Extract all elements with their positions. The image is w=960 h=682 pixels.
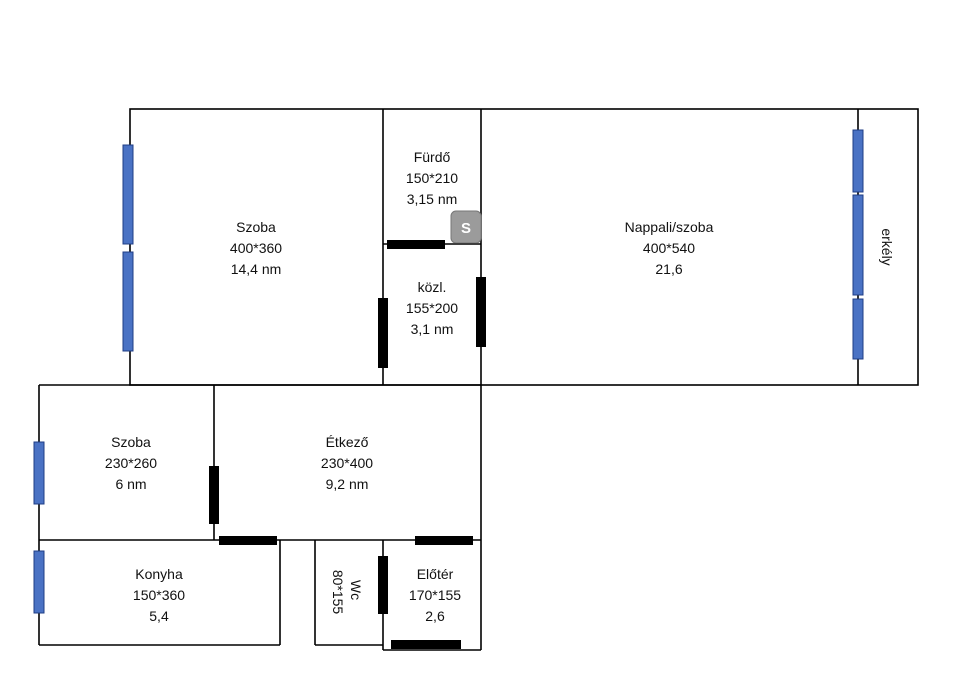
window-nappali-3: [852, 298, 864, 360]
door-bath: [387, 240, 445, 249]
eloter-name: Előtér: [417, 566, 454, 582]
etkezo-area: 9,2 nm: [326, 476, 369, 492]
furdo-name: Fürdő: [414, 149, 451, 165]
konyha-name: Konyha: [135, 566, 183, 582]
wc-name: Wc: [348, 580, 364, 600]
etkezo-name: Étkező: [326, 434, 369, 450]
door-szoba2: [209, 466, 219, 524]
kozl-name: közl.: [418, 279, 447, 295]
erkely-name: erkély: [879, 228, 895, 265]
wc-dims: 80*155: [330, 570, 346, 615]
window-szoba-lower: [122, 251, 134, 352]
door-eloter-top: [415, 536, 473, 545]
szoba2-dims: 230*260: [105, 455, 157, 471]
kozl-area: 3,1 nm: [411, 321, 454, 337]
szoba1-dims: 400*360: [230, 240, 282, 256]
szoba1-area: 14,4 nm: [231, 261, 282, 277]
konyha-area: 5,4: [149, 608, 169, 624]
shower-symbol: S: [450, 210, 482, 244]
upper-block-outline: [129, 108, 919, 386]
nappali-name: Nappali/szoba: [625, 219, 714, 235]
windows: [33, 129, 864, 614]
door-entrance: [391, 640, 461, 649]
eloter-dims: 170*155: [409, 587, 461, 603]
door-konyha: [219, 536, 277, 545]
nappali-dims: 400*540: [643, 240, 695, 256]
window-nappali-2: [852, 194, 864, 296]
eloter-area: 2,6: [425, 608, 445, 624]
room-labels: Szoba 400*360 14,4 nm Fürdő 150*210 3,15…: [105, 149, 895, 624]
shower-icon: [450, 210, 482, 244]
szoba1-name: Szoba: [236, 219, 276, 235]
nappali-area: 21,6: [655, 261, 682, 277]
window-konyha: [33, 550, 45, 614]
szoba2-name: Szoba: [111, 434, 151, 450]
shower-label: S: [461, 220, 471, 237]
window-nappali-1: [852, 129, 864, 193]
kozl-dims: 155*200: [406, 300, 458, 316]
konyha-dims: 150*360: [133, 587, 185, 603]
etkezo-dims: 230*400: [321, 455, 373, 471]
door-wc: [378, 556, 388, 614]
furdo-area: 3,15 nm: [407, 191, 458, 207]
door-szoba-hall: [378, 298, 388, 368]
window-szoba-upper: [122, 144, 134, 245]
szoba2-area: 6 nm: [115, 476, 146, 492]
window-szoba2: [33, 441, 45, 505]
furdo-dims: 150*210: [406, 170, 458, 186]
door-nappali-hall: [476, 277, 486, 347]
doors: [209, 240, 486, 649]
